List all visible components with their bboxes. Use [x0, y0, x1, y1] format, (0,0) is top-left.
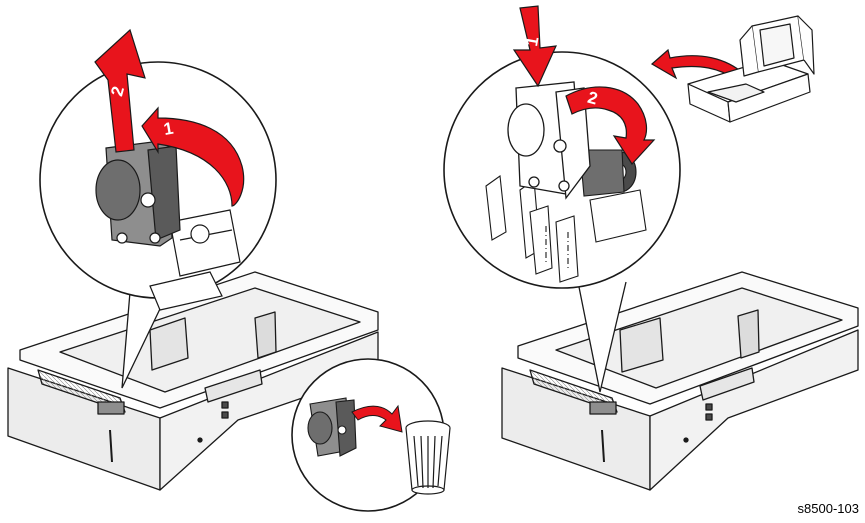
figure-id: s8500-103 — [798, 501, 859, 516]
paper-tray-right — [502, 272, 858, 490]
right-panel: 1 2 — [444, 6, 858, 490]
packaging-box-icon — [688, 16, 814, 122]
left-panel: 2 1 — [8, 30, 450, 511]
trash-can-icon — [406, 421, 450, 494]
